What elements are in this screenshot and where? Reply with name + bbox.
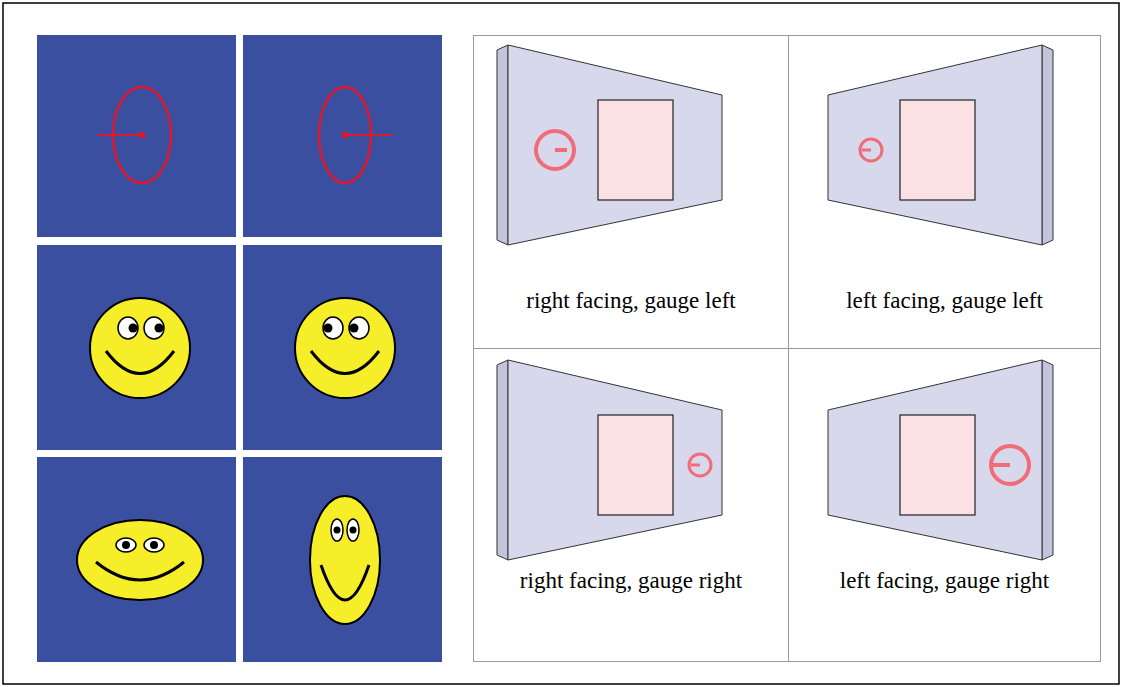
caption-cell: left facing, gauge left [788, 35, 1101, 349]
outer-frame [3, 3, 1119, 684]
ellipse-gauge [319, 87, 392, 183]
wall-right-facing [497, 45, 722, 245]
blue-panel [37, 245, 236, 450]
caption-text: right facing, gauge left [526, 288, 735, 314]
blue-panel [243, 245, 442, 450]
caption-cell: right facing, gauge right [473, 348, 789, 662]
blue-panel [243, 457, 442, 662]
caption-cell: right facing, gauge left [473, 35, 789, 349]
blue-panel [243, 35, 442, 237]
wall-left-facing [828, 360, 1053, 560]
smiley-face [90, 298, 190, 398]
caption-cell: left facing, gauge right [788, 348, 1101, 662]
wide-smiley [77, 520, 203, 600]
ellipse-gauge [98, 87, 171, 183]
smiley-face [295, 298, 395, 398]
wall-right-facing [497, 360, 722, 560]
caption-text: left facing, gauge right [840, 568, 1049, 594]
blue-panel [37, 35, 236, 237]
tall-smiley [310, 496, 380, 624]
blue-panel [37, 457, 236, 662]
caption-text: right facing, gauge right [520, 568, 742, 594]
blue-panels [37, 35, 442, 662]
wall-left-facing [828, 45, 1053, 245]
caption-text: left facing, gauge left [846, 288, 1043, 314]
